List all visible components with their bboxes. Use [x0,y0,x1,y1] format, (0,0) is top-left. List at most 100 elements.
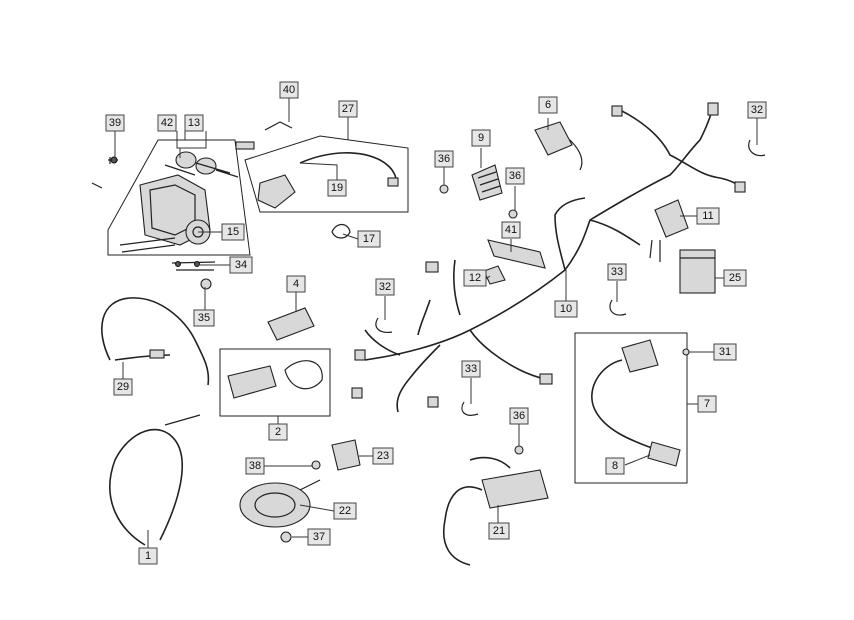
svg-text:4: 4 [293,278,299,290]
callout-39: 39 [105,114,125,132]
bolt-set-34-35 [171,261,216,290]
speedo-sensor-group-frame [574,332,688,484]
callout-19: 19 [327,179,347,197]
callout-2: 2 [268,423,288,441]
relay-23 [331,439,361,471]
svg-text:36: 36 [513,410,525,422]
callout-35: 35 [193,309,215,327]
svg-text:36: 36 [509,170,521,182]
callout-32-b: 32 [375,278,395,296]
nut-36-c [514,445,524,455]
svg-text:42: 42 [161,117,173,129]
callout-33-a: 33 [607,263,627,281]
callout-42: 42 [157,114,177,132]
seat-lock-cable-assembly [235,121,399,209]
regulator-9 [471,164,503,201]
svg-text:8: 8 [612,460,618,472]
svg-text:12: 12 [469,272,481,284]
callout-27: 27 [338,100,358,118]
svg-text:25: 25 [729,272,741,284]
seat-lock-group-frame [244,135,409,213]
callout-21: 21 [488,522,510,540]
callout-22: 22 [333,502,357,520]
handlebar-switch-21 [443,456,549,566]
callout-1: 1 [138,547,158,565]
svg-text:9: 9 [478,132,484,144]
svg-text:31: 31 [719,346,731,358]
callout-6: 6 [538,96,558,114]
svg-text:41: 41 [505,224,517,236]
svg-text:39: 39 [109,117,121,129]
svg-text:23: 23 [377,450,389,462]
callout-15: 15 [221,223,245,241]
callout-23: 23 [372,447,394,465]
svg-text:10: 10 [560,303,572,315]
callout-36-c: 36 [509,407,529,425]
callout-36-a: 36 [434,150,454,168]
ignition-lock-group-frame [107,139,251,256]
glovebox-lock-group-frame [219,348,331,417]
svg-text:37: 37 [313,531,325,543]
sensor-cable-7 [591,339,681,467]
brake-cable-1 [109,414,201,546]
callout-13: 13 [184,114,204,132]
callout-25: 25 [723,269,747,287]
horn-22 [239,479,321,528]
callout-10: 10 [554,300,578,318]
callout-37: 37 [307,528,331,546]
clip-17 [331,223,351,239]
clamps-32-33 [375,139,766,416]
callout-17: 17 [357,230,381,248]
callout-4: 4 [286,275,306,293]
leader-lines [114,98,758,548]
callout-31: 31 [713,343,737,361]
callout-9: 9 [471,129,491,147]
callout-36-b: 36 [505,167,525,185]
svg-text:15: 15 [227,226,239,238]
svg-text:32: 32 [379,281,391,293]
svg-text:40: 40 [283,84,295,96]
bracket-41-12 [483,239,546,285]
callout-29: 29 [113,378,133,396]
nut-36-a [439,184,449,194]
svg-text:22: 22 [339,505,351,517]
svg-text:13: 13 [188,117,200,129]
nut-37 [280,531,292,543]
svg-text:6: 6 [545,99,551,111]
svg-text:32: 32 [751,104,763,116]
callout-41: 41 [501,221,521,239]
callout-32-a: 32 [747,101,767,119]
main-wiring-harness-10 [351,102,746,413]
screw-39 [91,156,118,189]
starter-relay-6 [534,121,583,171]
callout-12: 12 [463,269,487,287]
flasher-relay-25 [679,249,716,294]
throttle-cable-29 [101,297,210,386]
svg-text:38: 38 [249,460,261,472]
svg-text:2: 2 [275,426,281,438]
svg-text:29: 29 [117,381,129,393]
screw-38 [311,460,321,470]
svg-text:11: 11 [702,210,713,222]
svg-text:36: 36 [438,153,450,165]
svg-text:33: 33 [611,266,623,278]
svg-text:7: 7 [704,398,710,410]
ignition-switch-assembly [119,151,239,253]
callout-38: 38 [245,457,265,475]
svg-text:33: 33 [465,363,477,375]
callout-11: 11 [696,207,720,225]
callout-7: 7 [697,395,717,413]
svg-text:34: 34 [235,259,247,271]
glovebox-lock-parts [227,307,323,399]
callout-33-b: 33 [461,360,481,378]
svg-text:17: 17 [363,233,375,245]
screw-31 [682,348,690,356]
svg-text:19: 19 [331,182,343,194]
svg-text:27: 27 [342,103,354,115]
svg-text:21: 21 [493,525,505,537]
fuse-box-11 [649,199,689,262]
callout-34: 34 [229,256,253,274]
svg-text:35: 35 [198,312,210,324]
nut-36-b [508,209,518,219]
